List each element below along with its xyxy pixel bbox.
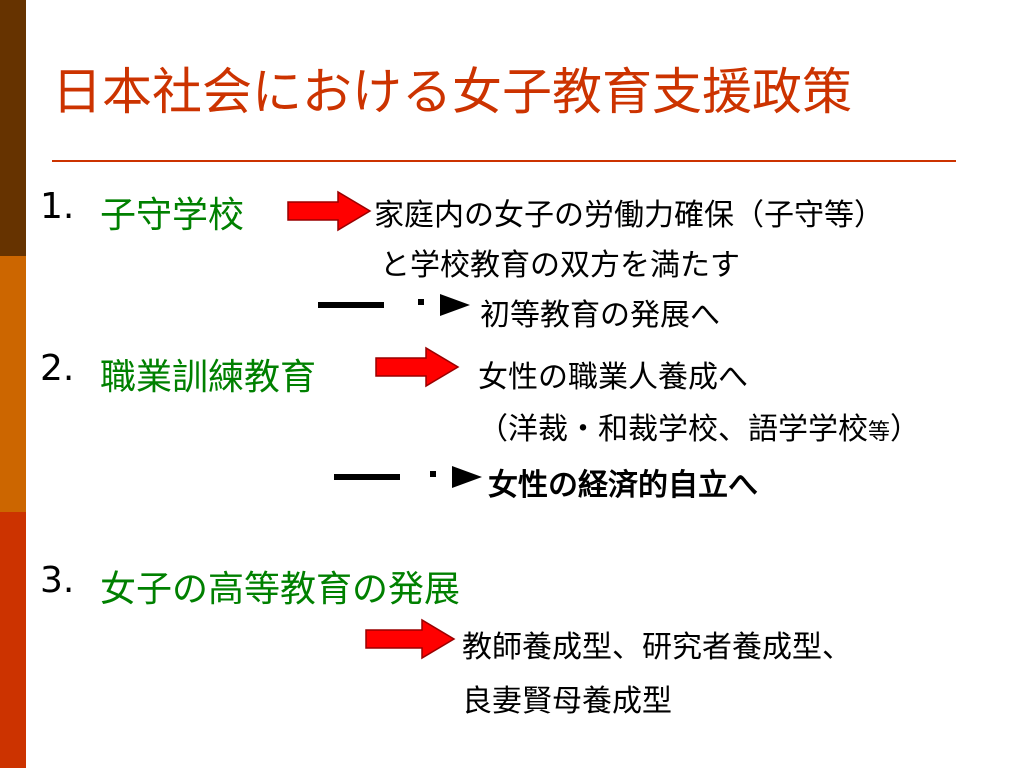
sidebar-segment-middle [0,256,26,512]
item-1-arrow-icon [287,190,372,232]
item-3-heading: 女子の高等教育の発展 [100,569,461,610]
item-2-description-line-1: 女性の職業人養成へ [478,360,748,395]
item-3-arrow-icon [365,618,456,660]
item-2-number: 2. [40,348,75,389]
item-2-outcome: 女性の経済的自立へ [488,468,758,503]
item-2-dash-arrow-icon [334,466,482,488]
item-2-heading: 職業訓練教育 [100,357,317,398]
item-1-number: 1. [40,186,75,227]
item-2-desc-text: （洋裁・和裁学校、語学学校 [478,412,868,447]
item-1-heading: 子守学校 [100,195,245,236]
item-3-description-line-2: 良妻賢母養成型 [462,684,672,719]
item-3-description-line-1: 教師養成型、研究者養成型、 [462,630,852,665]
slide-title: 日本社会における女子教育支援政策 [52,63,852,121]
item-1-description-line-2: と学校教育の双方を満たす [380,248,740,283]
item-2-arrow-icon [375,346,460,388]
item-1-outcome: 初等教育の発展へ [480,298,720,333]
item-2-desc-small: 等 [868,420,891,445]
title-underline [52,160,956,162]
item-2-desc-close: ） [890,412,921,447]
sidebar-segment-bottom [0,512,26,768]
item-2-description-line-2: （洋裁・和裁学校、語学学校等） [478,404,920,448]
item-3-number: 3. [40,560,75,601]
item-1-description-line-1: 家庭内の女子の労働力確保（子守等） [374,198,884,233]
sidebar-segment-top [0,0,26,256]
item-1-dash-arrow-icon [318,294,470,316]
